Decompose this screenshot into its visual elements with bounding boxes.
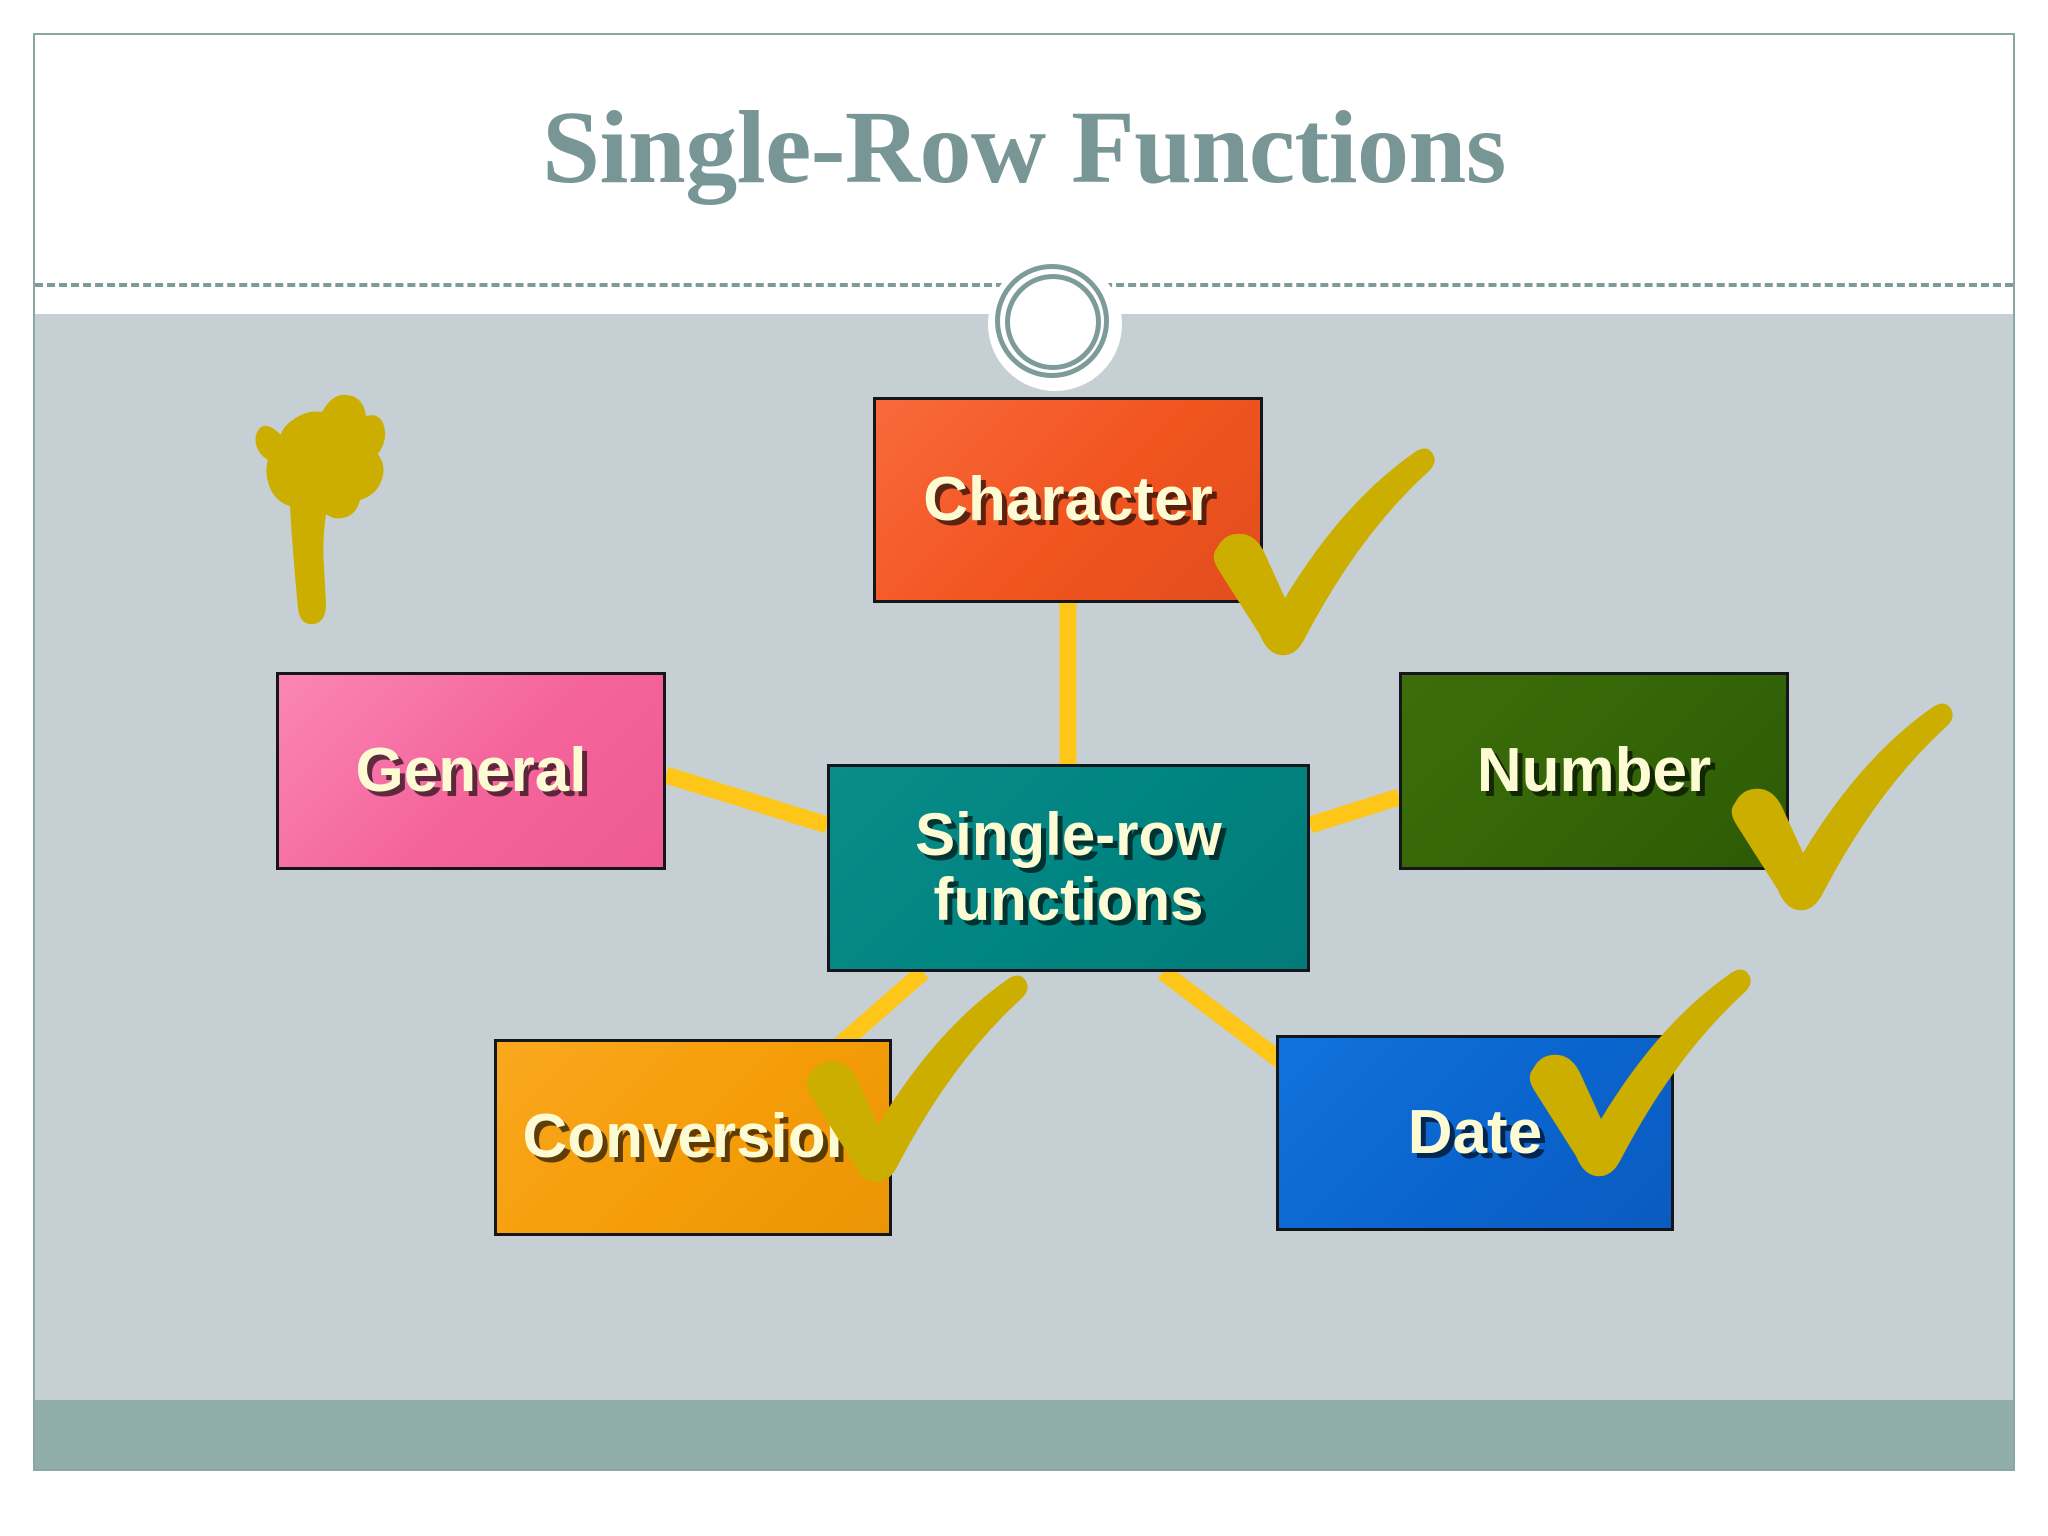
connector-center-general <box>663 766 830 834</box>
node-character-label: Character <box>923 464 1213 534</box>
circle-ring-inner <box>1005 274 1101 370</box>
circle-ring-outer <box>995 264 1109 378</box>
single-row-functions-diagram: Character General Number Single-row func… <box>35 35 2013 1469</box>
node-date[interactable]: Date <box>1276 1035 1674 1231</box>
node-center-label: Single-row functions <box>915 801 1222 933</box>
node-conversion[interactable]: Conversion <box>494 1039 892 1236</box>
footer-bar <box>35 1400 2013 1469</box>
slide-canvas: Single-Row Functions Character General <box>33 33 2015 1471</box>
connector-center-number <box>1307 788 1402 834</box>
node-number-label: Number <box>1476 735 1712 805</box>
node-date-label: Date <box>1407 1097 1543 1167</box>
page-title: Single-Row Functions <box>542 90 1506 205</box>
node-character[interactable]: Character <box>873 397 1263 603</box>
circle-ornament-icon <box>988 257 1122 391</box>
node-general[interactable]: General <box>276 672 666 870</box>
node-conversion-label: Conversion <box>522 1102 864 1172</box>
node-number[interactable]: Number <box>1399 672 1789 870</box>
node-center-single-row-functions[interactable]: Single-row functions <box>827 764 1310 972</box>
node-general-label: General <box>355 735 587 805</box>
